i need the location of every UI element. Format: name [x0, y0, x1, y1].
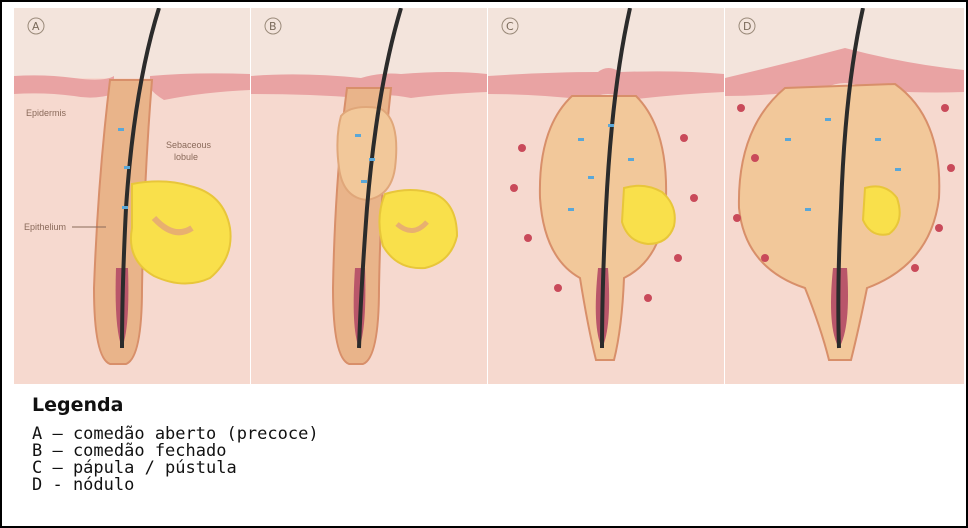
panel-d: D — [725, 8, 964, 384]
epithelium-label: Epithelium — [24, 222, 66, 232]
epidermis-label: Epidermis — [26, 108, 67, 118]
panel-b: B — [251, 8, 487, 384]
sebaceous-label: Sebaceous — [166, 140, 212, 150]
legend: Legenda A – comedão aberto (precoce) B –… — [32, 394, 319, 494]
panel-b-illustration: B — [251, 8, 487, 384]
panel-b-letter: B — [269, 20, 277, 33]
panel-a-illustration: A Epidermis Epithelium Sebaceous lobule — [14, 8, 250, 384]
acne-progression-diagram: A Epidermis Epithelium Sebaceous lobule — [14, 8, 964, 384]
panel-a: A Epidermis Epithelium Sebaceous lobule — [14, 8, 250, 384]
legend-item-d: D - nódulo — [32, 477, 319, 494]
panel-a-letter: A — [32, 20, 40, 33]
panel-c: C — [488, 8, 724, 384]
lobule-label: lobule — [174, 152, 198, 162]
legend-title: Legenda — [32, 394, 319, 416]
panel-c-illustration: C — [488, 8, 724, 384]
panel-d-letter: D — [743, 20, 751, 33]
panel-c-letter: C — [506, 20, 514, 33]
panel-d-illustration: D — [725, 8, 964, 384]
